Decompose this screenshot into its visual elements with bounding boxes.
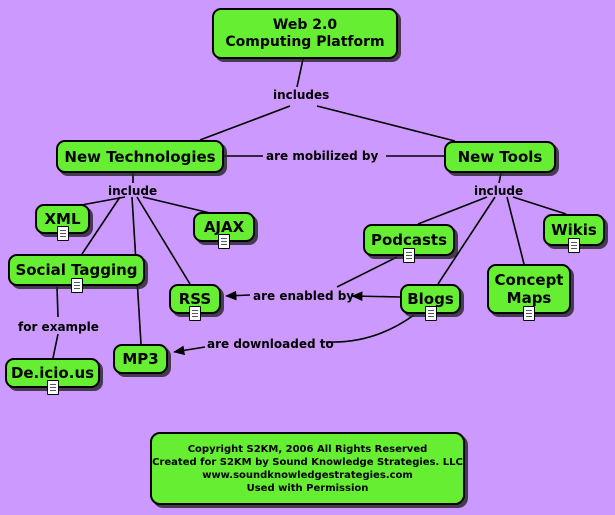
node-label: New Tools	[457, 148, 543, 166]
document-icon	[46, 380, 59, 395]
node-web20-platform[interactable]: Web 2.0 Computing Platform	[212, 8, 398, 59]
node-concept-maps[interactable]: Concept Maps	[487, 264, 571, 321]
edge-line	[351, 291, 401, 302]
document-icon	[189, 306, 201, 321]
node-label: MP3	[122, 350, 159, 368]
edge-line	[199, 105, 291, 141]
edge-line	[506, 196, 525, 265]
edge-label-are-enabled-by: are enabled by	[253, 289, 355, 303]
node-ajax[interactable]: AJAX	[193, 212, 255, 249]
edge-line	[336, 256, 398, 288]
edge-line	[417, 196, 488, 225]
document-icon	[568, 238, 580, 253]
node-new-tools[interactable]: New Tools	[444, 141, 556, 173]
node-wikis[interactable]: Wikis	[543, 214, 605, 253]
edge-label-are-mobilized-by: are mobilized by	[266, 149, 379, 163]
edge-line	[316, 105, 456, 142]
document-icon	[523, 306, 535, 321]
edge-label-include-right: include	[474, 184, 524, 198]
node-rss[interactable]: RSS	[169, 284, 221, 321]
node-podcasts[interactable]: Podcasts	[363, 224, 455, 263]
edge-label-are-downloaded-to: are downloaded to	[207, 337, 334, 351]
edge-line	[52, 333, 59, 359]
credits-line: www.soundknowledgestrategies.com	[202, 469, 413, 481]
node-label: Web 2.0	[272, 16, 338, 33]
node-new-technologies[interactable]: New Technologies	[56, 140, 224, 173]
document-icon	[218, 234, 230, 249]
edge-line	[81, 196, 121, 255]
document-icon	[424, 306, 437, 321]
node-blogs[interactable]: Blogs	[400, 284, 461, 321]
edge-line	[173, 345, 206, 356]
edge-label-for-example: for example	[18, 320, 99, 334]
document-icon	[70, 278, 83, 293]
edge-line	[56, 286, 59, 318]
credits-box: Copyright S2KM, 2006 All Rights Reserved…	[150, 432, 465, 505]
node-label: Concept	[494, 271, 564, 289]
credits-line: Used with Permission	[246, 482, 369, 494]
node-label: Wikis	[551, 221, 597, 239]
document-icon	[403, 248, 415, 263]
node-label: New Technologies	[64, 147, 216, 166]
node-label: Maps	[506, 289, 552, 307]
node-xml[interactable]: XML	[35, 204, 90, 241]
edge-line	[136, 196, 191, 285]
edge-line	[512, 196, 567, 215]
node-label: Computing Platform	[225, 33, 385, 50]
edge-line	[325, 314, 415, 343]
edge-label-include-left: include	[108, 184, 158, 198]
node-social-tagging[interactable]: Social Tagging	[8, 254, 145, 293]
node-mp3[interactable]: MP3	[113, 344, 168, 374]
document-icon	[56, 226, 69, 241]
edge-line	[498, 172, 502, 184]
edge-line	[225, 290, 251, 301]
edge-line	[296, 58, 304, 88]
credits-line: Copyright S2KM, 2006 All Rights Reserved	[187, 443, 428, 455]
credits-line: Created for S2KM by Sound Knowledge Stra…	[152, 456, 463, 468]
node-label: Podcasts	[370, 231, 448, 249]
edge-line	[142, 196, 211, 214]
edge-label-includes: includes	[273, 88, 330, 102]
node-label: Social Tagging	[15, 261, 138, 279]
node-delicious[interactable]: De.icio.us	[5, 358, 100, 395]
edge-line	[437, 196, 496, 285]
